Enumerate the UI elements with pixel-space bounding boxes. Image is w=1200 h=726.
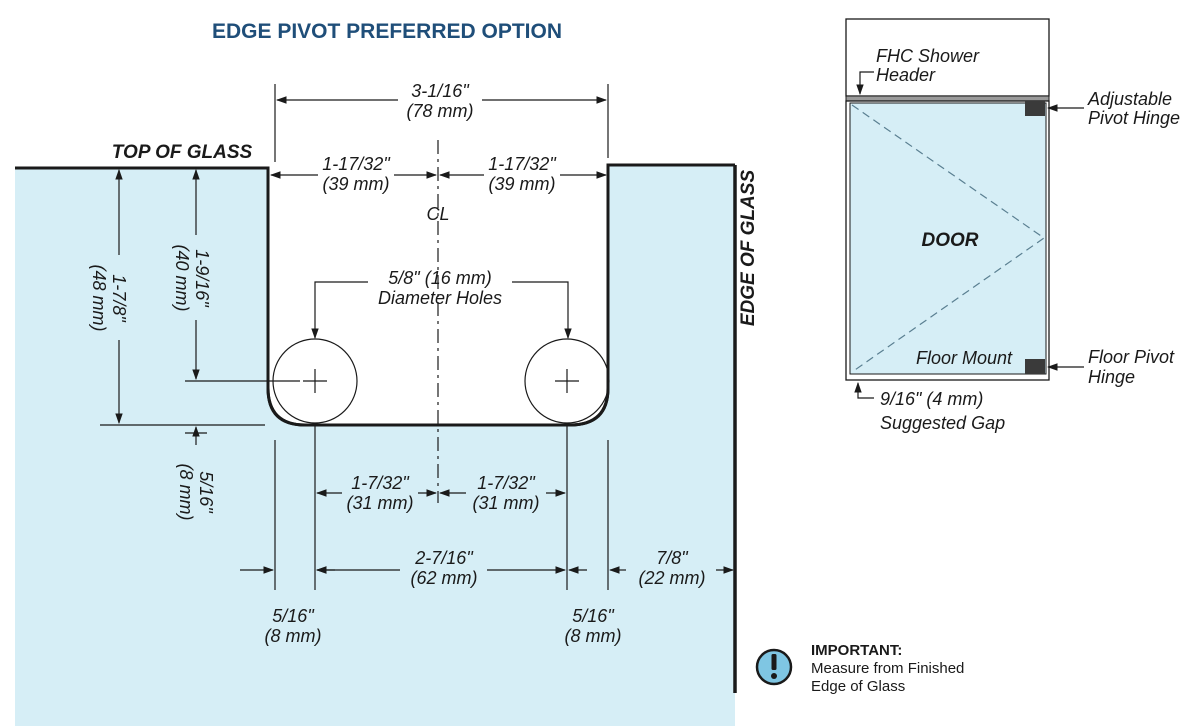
- right-offset-metric: (31 mm): [473, 493, 540, 513]
- edge-of-glass-label: EDGE OF GLASS: [738, 170, 759, 327]
- important-heading: IMPORTANT:: [811, 642, 902, 659]
- header-bar: [845, 95, 1050, 102]
- adjustable-hinge-label-1: Adjustable: [1087, 89, 1172, 109]
- hole-leader-right: [512, 281, 572, 340]
- left-margin-imperial: 5/16": [272, 606, 315, 626]
- adjustable-pivot-hinge: [1025, 101, 1045, 116]
- fhc-header-leader: [856, 71, 874, 96]
- overall-width-metric: (78 mm): [407, 101, 474, 121]
- door-elevation: [845, 18, 1050, 381]
- right-half-imperial: 1-17/32": [488, 154, 557, 174]
- cutout-depth-imperial: 1-7/8": [109, 274, 129, 323]
- edge-distance-metric: (22 mm): [639, 568, 706, 588]
- overall-width-imperial: 3-1/16": [411, 81, 470, 101]
- top-of-glass-label: TOP OF GLASS: [112, 142, 253, 163]
- hole-diameter-metric: Diameter Holes: [378, 288, 502, 308]
- hole-spacing-imperial: 2-7/16": [414, 548, 474, 568]
- left-offset-metric: (31 mm): [347, 493, 414, 513]
- floor-pivot-label-2: Hinge: [1088, 367, 1135, 387]
- fhc-header-label-1: FHC Shower: [876, 46, 980, 66]
- right-margin-metric: (8 mm): [565, 626, 622, 646]
- cutout-depth-metric: (48 mm): [89, 265, 109, 332]
- svg-text:CL: CL: [426, 204, 449, 224]
- gap-label-2: Suggested Gap: [880, 413, 1005, 433]
- left-half-metric: (39 mm): [323, 174, 390, 194]
- gap-leader: [854, 381, 874, 399]
- shower-header: [845, 18, 1050, 97]
- right-offset-imperial: 1-7/32": [477, 473, 536, 493]
- right-hole: [524, 338, 610, 424]
- right-half-metric: (39 mm): [489, 174, 556, 194]
- important-icon: [755, 648, 793, 686]
- door-label: DOOR: [922, 230, 979, 251]
- fhc-header-label-2: Header: [876, 65, 936, 85]
- hole-diameter-imperial: 5/8" (16 mm): [388, 268, 491, 288]
- left-offset-imperial: 1-7/32": [351, 473, 410, 493]
- floor-pivot-hinge: [1025, 359, 1045, 374]
- floor-pivot-label-1: Floor Pivot: [1088, 347, 1175, 367]
- hole-spacing-metric: (62 mm): [411, 568, 478, 588]
- bottom-offset-metric: (8 mm): [176, 464, 196, 521]
- hole-leader-left: [311, 281, 368, 340]
- left-half-imperial: 1-17/32": [322, 154, 391, 174]
- edge-distance-imperial: 7/8": [656, 548, 689, 568]
- notch-outline-overlay: [266, 330, 610, 427]
- bottom-offset-imperial: 5/16": [196, 471, 216, 514]
- right-margin-imperial: 5/16": [572, 606, 615, 626]
- left-margin-metric: (8 mm): [265, 626, 322, 646]
- door-glass: [849, 102, 1047, 375]
- hole-depth-metric: (40 mm): [172, 245, 192, 312]
- floor-mount-label: Floor Mount: [916, 348, 1013, 368]
- centerline-symbol: CL: [426, 204, 449, 224]
- glass-panel: [15, 165, 735, 726]
- important-line-1: Measure from Finished: [811, 660, 964, 677]
- adjustable-hinge-label-2: Pivot Hinge: [1088, 108, 1180, 128]
- gap-label-1: 9/16" (4 mm): [880, 389, 983, 409]
- important-line-2: Edge of Glass: [811, 678, 905, 695]
- diagram-title: EDGE PIVOT PREFERRED OPTION: [212, 20, 562, 43]
- hole-depth-imperial: 1-9/16": [192, 249, 212, 308]
